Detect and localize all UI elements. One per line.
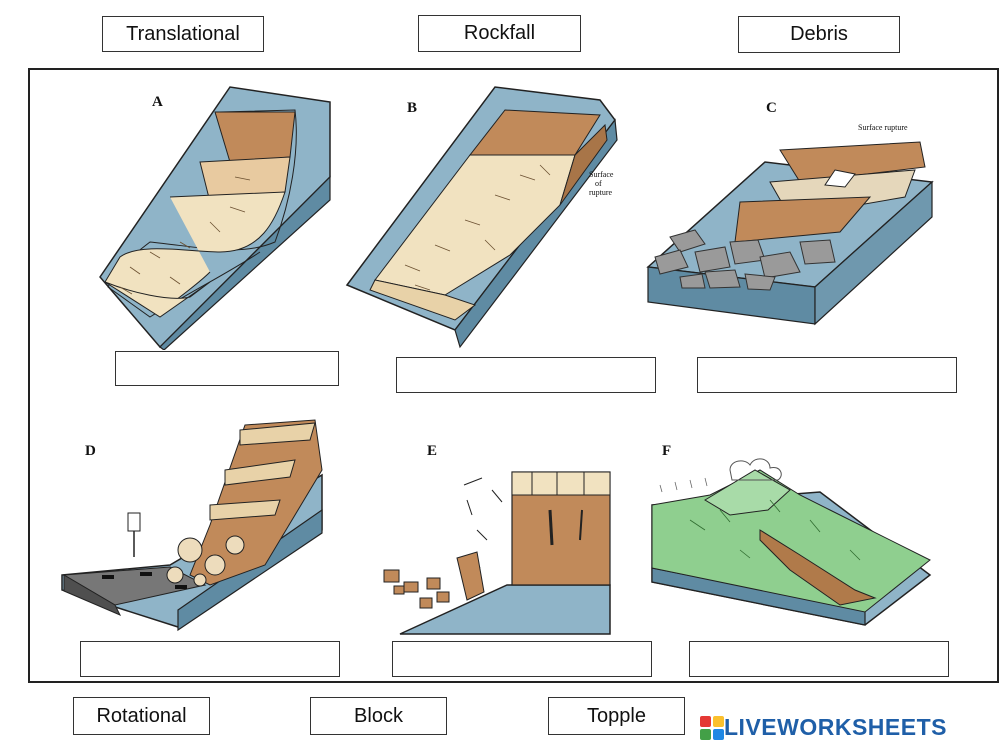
answer-box-a[interactable]: [115, 351, 339, 386]
liveworksheets-logo: LIVEWORKSHEETS: [700, 714, 947, 741]
tag-block[interactable]: Block: [310, 697, 447, 735]
figure-b-illustration: B Surface of rupture: [345, 86, 618, 349]
answer-box-c[interactable]: [697, 357, 957, 393]
figure-e-letter: E: [427, 443, 437, 459]
figure-c-note: Surface rupture: [858, 123, 908, 132]
tag-debris[interactable]: Debris: [738, 16, 900, 53]
figure-b-note-2: of: [595, 179, 602, 188]
figure-b-letter: B: [407, 100, 417, 116]
figure-b-note-1: Surface: [589, 170, 614, 179]
tag-rockfall[interactable]: Rockfall: [418, 15, 581, 52]
liveworksheets-logo-icon: [700, 715, 724, 740]
liveworksheets-logo-text: LIVEWORKSHEETS: [724, 714, 947, 740]
figure-e-illustration: E: [383, 443, 611, 635]
figure-c-letter: C: [766, 100, 777, 116]
figure-a-letter: A: [152, 94, 163, 110]
tag-topple[interactable]: Topple: [548, 697, 685, 735]
figure-f-illustration: F: [651, 443, 932, 626]
figure-f-letter: F: [662, 443, 671, 459]
answer-box-d[interactable]: [80, 641, 340, 677]
answer-box-b[interactable]: [396, 357, 656, 393]
figure-d-illustration: D: [61, 419, 323, 632]
figure-b-note-3: rupture: [589, 188, 613, 197]
tag-rotational[interactable]: Rotational: [73, 697, 210, 735]
figure-c-illustration: C Surface rupture: [646, 100, 934, 326]
answer-box-e[interactable]: [392, 641, 652, 677]
worksheet-panel: [28, 68, 999, 683]
answer-box-f[interactable]: [689, 641, 949, 677]
figure-a-illustration: A: [99, 86, 331, 350]
figure-d-letter: D: [85, 443, 96, 459]
tag-translational[interactable]: Translational: [102, 16, 264, 52]
